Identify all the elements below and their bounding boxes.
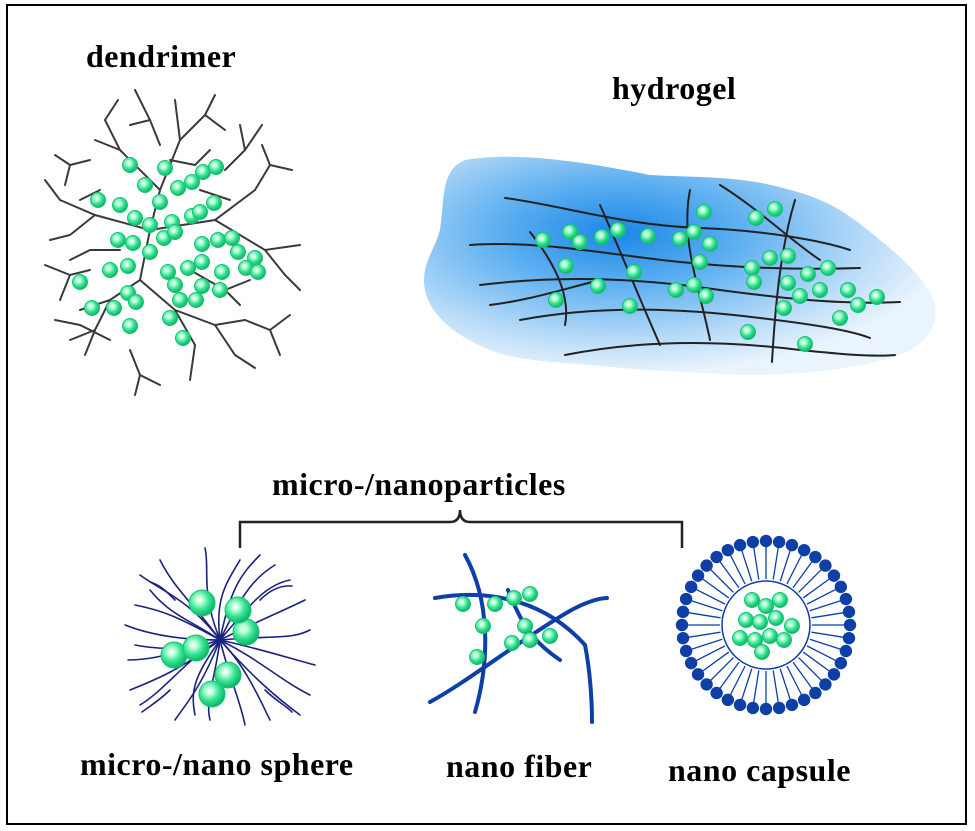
capsule-tail <box>696 589 726 605</box>
capsule-tail <box>806 589 836 605</box>
capsule-head <box>843 618 857 632</box>
capsule-head <box>733 538 747 552</box>
capsule-tail <box>811 612 844 619</box>
capsule-tail <box>753 670 760 703</box>
capsule-head <box>809 686 822 700</box>
label-micro-nano-sphere: micro-/nano sphere <box>80 746 354 782</box>
capsule-head <box>684 580 698 594</box>
capsule-tail <box>772 670 779 703</box>
capsule-head <box>772 535 786 549</box>
capsule-tail <box>753 547 760 580</box>
capsule-head <box>679 644 693 658</box>
capsule-head <box>842 605 856 619</box>
capsule-tail <box>792 561 813 589</box>
capsule-tail <box>772 547 779 580</box>
capsule-head <box>834 580 848 594</box>
capsule-head <box>785 698 799 712</box>
capsule-head <box>721 693 735 707</box>
capsule-head <box>834 656 848 670</box>
capsule-tail <box>786 665 802 695</box>
capsule-tail <box>691 600 723 612</box>
capsule-head <box>839 644 853 658</box>
capsule-tail <box>691 638 723 650</box>
capsule-tail <box>741 550 753 582</box>
capsule-head <box>733 698 747 712</box>
capsule-tail <box>802 651 830 672</box>
capsule-head <box>785 538 799 552</box>
capsule-tail <box>806 645 836 661</box>
capsule-head <box>691 569 705 582</box>
capsule-tail <box>710 657 734 681</box>
capsule-head <box>759 534 773 548</box>
capsule-tail <box>710 569 734 593</box>
sphere-particles <box>160 589 260 708</box>
capsule-tail <box>792 661 813 689</box>
capsule-head <box>710 550 723 564</box>
capsule-head <box>819 678 832 691</box>
label-dendrimer: dendrimer <box>86 38 237 74</box>
capsule-tail <box>809 638 841 650</box>
label-micro-nanoparticles: micro-/nanoparticles <box>272 466 566 502</box>
capsule-head <box>839 592 853 606</box>
capsule-head <box>797 543 811 557</box>
capsule-tail <box>719 561 740 589</box>
capsule-tail <box>811 631 844 638</box>
capsule-head <box>691 668 705 681</box>
capsule-tail <box>702 651 730 672</box>
capsule-tail <box>719 661 740 689</box>
capsule-heads <box>675 534 857 716</box>
capsule-head <box>827 668 841 681</box>
capsule-tail <box>786 555 802 585</box>
label-nano-capsule: nano capsule <box>668 752 851 788</box>
hydrogel-illustration <box>423 156 936 376</box>
capsule-head <box>676 605 690 619</box>
hydrogel-gel-body <box>423 156 936 376</box>
capsule-tail <box>702 578 730 599</box>
dendrimer-illustration <box>44 89 301 396</box>
label-hydrogel: hydrogel <box>612 70 737 106</box>
capsule-head <box>679 592 693 606</box>
capsule-head <box>809 550 822 564</box>
capsule-tail <box>688 612 721 619</box>
capsule-tail <box>696 645 726 661</box>
capsule-tail <box>798 657 822 681</box>
capsule-head <box>675 618 689 632</box>
capsule-head <box>684 656 698 670</box>
capsule-tail <box>798 569 822 593</box>
capsule-head <box>842 631 856 645</box>
capsule-head <box>819 559 832 572</box>
capsule-tail <box>802 578 830 599</box>
capsule-tail <box>779 668 791 700</box>
capsule-tail <box>779 550 791 582</box>
capsule-head <box>759 702 773 716</box>
group-brace <box>238 509 684 548</box>
capsule-head <box>721 543 735 557</box>
capsule-head <box>746 535 760 549</box>
capsule-head <box>700 678 713 691</box>
capsule-head <box>710 686 723 700</box>
capsule-tail <box>730 665 746 695</box>
capsule-illustration <box>675 534 857 716</box>
capsule-head <box>827 569 841 582</box>
capsule-head <box>700 559 713 572</box>
capsule-head <box>797 693 811 707</box>
capsule-head <box>676 631 690 645</box>
capsule-tail <box>730 555 746 585</box>
capsule-head <box>746 701 760 715</box>
capsule-tail <box>688 631 721 638</box>
capsule-tail <box>741 668 753 700</box>
figure-frame <box>6 4 967 825</box>
capsule-head <box>772 701 786 715</box>
label-nano-fiber: nano fiber <box>446 748 593 784</box>
capsule-tail <box>809 600 841 612</box>
